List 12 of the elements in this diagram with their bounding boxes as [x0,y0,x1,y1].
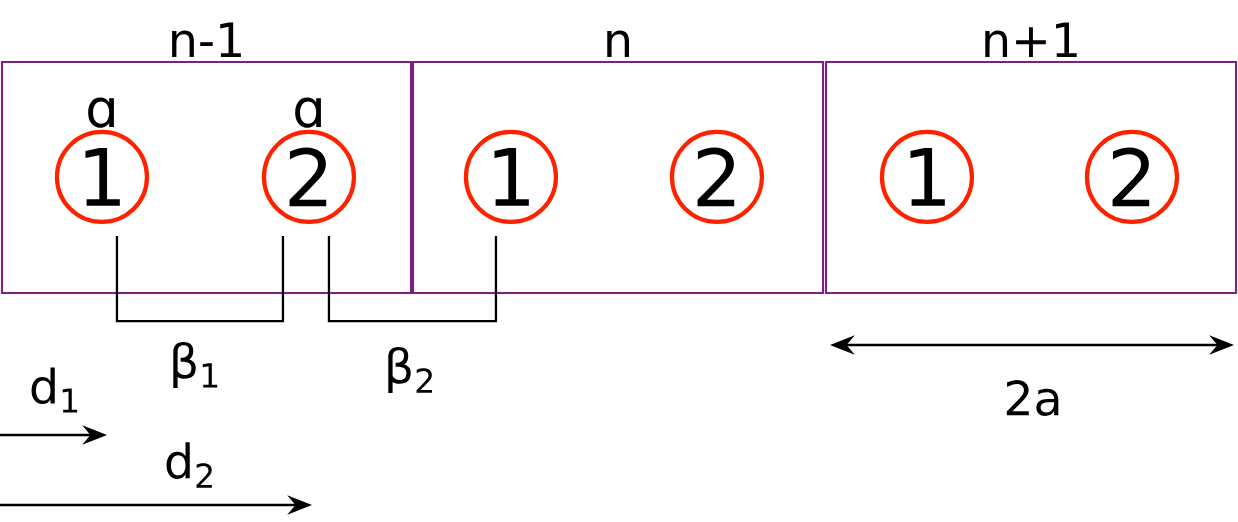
edge-label: β$_{1}$ [173,341,218,389]
bond-bracket [115,236,285,323]
arrow-label: d$_{2}$ [166,442,212,488]
dimension-label: 2a [1006,380,1059,416]
node-label: n [607,30,630,58]
node-label: n+1 [985,22,1077,58]
node-label: n-1 [172,22,241,58]
node-label: ɑ [88,97,114,128]
bond-bracket [327,236,498,323]
edge-label: β$_{2}$ [388,346,432,394]
node-label: ɑ [295,97,321,128]
arrow-label: d$_{1}$ [31,367,78,413]
